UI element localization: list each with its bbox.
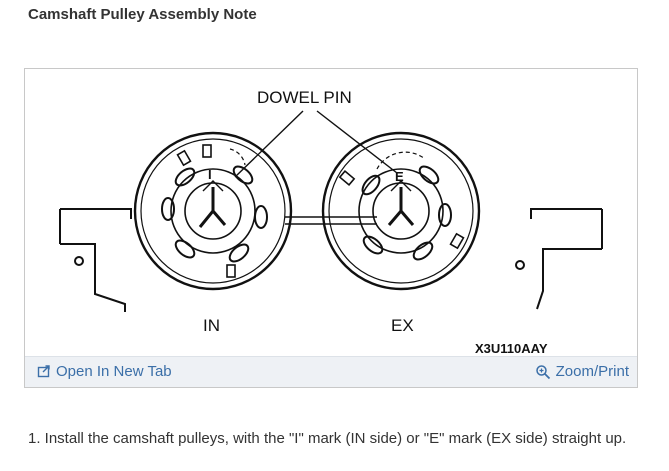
magnifier-icon (535, 364, 550, 379)
page-title: Camshaft Pulley Assembly Note (28, 6, 257, 23)
cylinder-head-outline (59, 208, 132, 312)
dowel-pin-leader-right (316, 110, 398, 174)
zoom-print-link[interactable]: Zoom/Print (535, 363, 629, 380)
dowel-pin-label: DOWEL PIN (257, 88, 352, 107)
figure-container: DOWEL PIN I E IN EX X3U110AAY Open In Ne… (24, 68, 638, 388)
ex-label: EX (391, 316, 414, 335)
head-bolt-hole-left (74, 256, 84, 266)
figure-toolbar: Open In New Tab Zoom/Print (25, 356, 637, 387)
camshaft-pulley-diagram: DOWEL PIN I E IN EX X3U110AAY (59, 88, 603, 356)
cylinder-head-outline-right (530, 208, 603, 310)
open-new-tab-icon (37, 364, 50, 377)
zoom-print-label: Zoom/Print (555, 363, 629, 380)
ex-mark: E (395, 169, 404, 184)
ex-pulley (321, 131, 481, 291)
in-pulley (133, 131, 293, 291)
head-bolt-hole-right (515, 260, 525, 270)
instruction-step-1: 1. Install the camshaft pulleys, with th… (28, 430, 627, 447)
dowel-pin-leader-left (234, 110, 304, 178)
open-new-tab-label: Open In New Tab (56, 363, 172, 380)
in-mark: I (208, 167, 212, 182)
figure-code: X3U110AAY (475, 341, 548, 356)
open-new-tab-link[interactable]: Open In New Tab (37, 363, 172, 380)
in-label: IN (203, 316, 220, 335)
